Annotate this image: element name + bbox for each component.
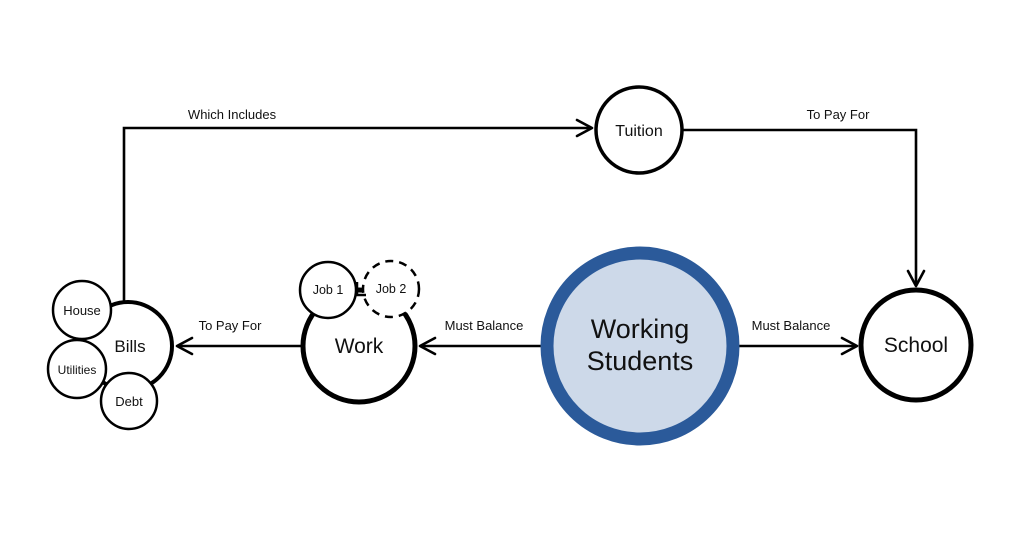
bills-label: Bills <box>114 337 145 356</box>
job1-label: Job 1 <box>313 283 344 297</box>
node-school-circle[interactable] <box>858 287 974 403</box>
school-label: School <box>884 334 948 357</box>
edge-bills-which-includes-tuition <box>122 118 594 330</box>
tuition-label: Tuition <box>615 123 662 140</box>
must-balance-left-edge-label: Must Balance <box>445 318 524 333</box>
node-house-circle[interactable] <box>51 279 113 341</box>
node-debt-circle[interactable] <box>99 371 159 431</box>
must-balance-right-edge-label: Must Balance <box>752 318 831 333</box>
job2-label: Job 2 <box>376 282 407 296</box>
edge-tuition-to-pay-for-school <box>660 128 926 288</box>
node-utilities-circle[interactable] <box>46 338 108 400</box>
node-tuition-circle[interactable] <box>594 85 684 175</box>
to-pay-for-left-edge-label: To Pay For <box>199 318 263 333</box>
utilities-label: Utilities <box>58 363 97 377</box>
to-pay-for-top-edge-label: To Pay For <box>807 107 871 122</box>
node-job2-circle[interactable] <box>361 259 421 319</box>
debt-label: Debt <box>115 394 143 409</box>
house-label: House <box>63 303 101 318</box>
working-students-label-line2: Students <box>587 346 694 376</box>
working-students-label-line1: Working <box>591 314 690 344</box>
job1-job2-connector <box>355 282 366 297</box>
node-working-students-circle[interactable] <box>540 246 740 446</box>
work-label: Work <box>335 335 384 358</box>
which-includes-edge-label: Which Includes <box>188 107 277 122</box>
